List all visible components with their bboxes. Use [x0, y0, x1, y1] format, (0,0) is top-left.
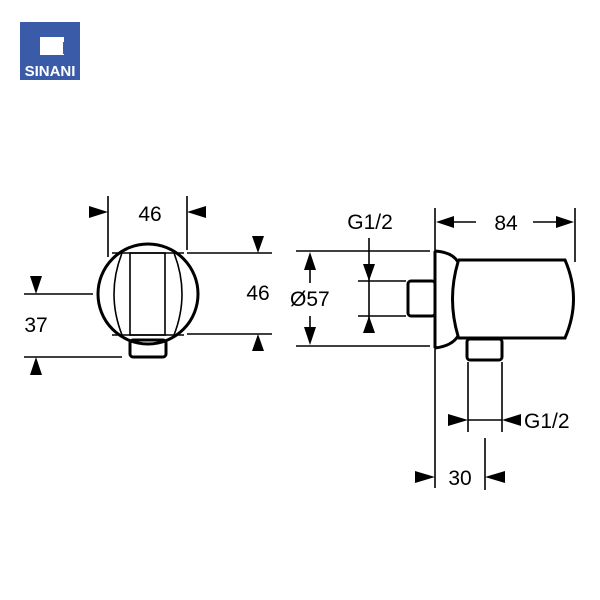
- width-dimension: 46: [138, 203, 161, 226]
- body-curves: [113, 252, 183, 336]
- front-view: 46 46 37: [24, 196, 272, 375]
- outlet-nut: [128, 338, 168, 359]
- diameter-dimension: Ø57: [290, 288, 330, 311]
- height-dimension: 46: [246, 282, 269, 305]
- inlet-nut: [406, 279, 437, 318]
- side-view: 84 Ø57 G1/2 G1/2 30: [290, 208, 576, 490]
- outlet-thread-dimension: G1/2: [524, 410, 570, 433]
- body-circle: [96, 242, 200, 346]
- body-cylinder: [458, 258, 575, 340]
- depth-dimension: 84: [494, 212, 518, 235]
- outlet-height-dimension: 37: [24, 314, 47, 337]
- outlet-nut: [465, 337, 504, 362]
- inlet-thread-dimension: G1/2: [347, 211, 393, 234]
- logo-text: SINANI: [25, 63, 76, 80]
- center-plate: [129, 252, 166, 336]
- sinani-logo: SINANI: [20, 22, 80, 80]
- outlet-offset-dimension: 30: [448, 467, 471, 490]
